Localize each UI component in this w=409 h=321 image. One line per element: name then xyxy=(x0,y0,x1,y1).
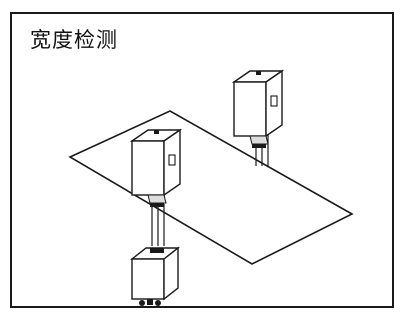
upper-sensor xyxy=(129,128,183,246)
figure-frame: 宽度检测 xyxy=(10,12,394,308)
figure-title: 宽度检测 xyxy=(30,28,118,52)
lower-sensor xyxy=(129,246,181,306)
sheet-plate xyxy=(68,110,354,265)
width-detection-diagram xyxy=(68,69,354,306)
top-sensor xyxy=(231,69,285,166)
